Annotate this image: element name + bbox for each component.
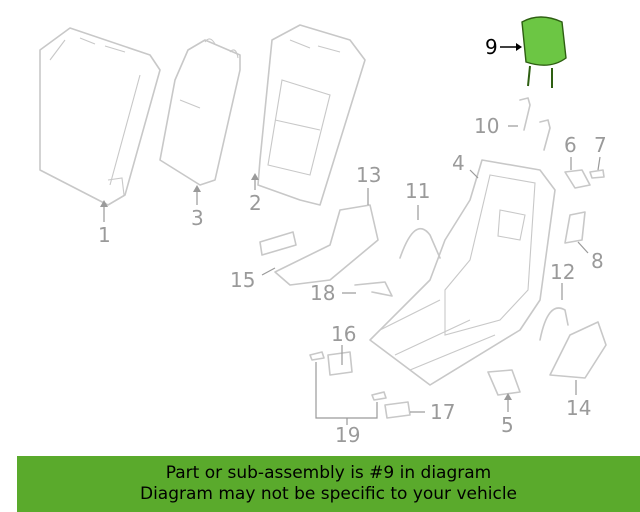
part-16-clip — [327, 351, 353, 376]
leader-lines — [100, 43, 601, 425]
part-7-clip — [589, 169, 605, 179]
part-5-bracket — [487, 369, 521, 396]
part-11-wire — [399, 228, 441, 259]
callout-4: 4 — [452, 151, 465, 175]
part-9-headrest — [521, 16, 567, 88]
part-2-seat-back-frame — [257, 24, 366, 206]
callout-17: 17 — [430, 400, 455, 424]
callout-1: 1 — [98, 223, 111, 247]
callout-14: 14 — [566, 396, 591, 420]
part-18-clip — [354, 281, 393, 297]
part-6-cap — [564, 169, 591, 189]
info-banner: Part or sub-assembly is #9 in diagram Di… — [17, 456, 640, 512]
callout-16: 16 — [331, 322, 356, 346]
callout-9: 9 — [485, 35, 498, 59]
part-19-fasteners — [309, 351, 387, 401]
part-3-seat-back-pad — [159, 38, 241, 186]
callout-19: 19 — [335, 423, 360, 447]
part-8-cover — [564, 211, 586, 244]
callout-12: 12 — [550, 260, 575, 284]
callout-11: 11 — [405, 179, 430, 203]
callout-8: 8 — [591, 249, 604, 273]
banner-line-2: Diagram may not be specific to your vehi… — [139, 484, 517, 504]
part-14-side-cover — [549, 321, 607, 379]
callout-2: 2 — [249, 191, 262, 215]
callout-6: 6 — [564, 133, 577, 157]
callout-15: 15 — [230, 268, 255, 292]
callout-18: 18 — [310, 281, 335, 305]
exploded-seat-diagram: 1 2 3 4 5 6 7 8 9 10 11 12 13 14 15 16 1… — [39, 16, 607, 447]
part-12-wire — [539, 307, 569, 341]
callout-5: 5 — [501, 413, 514, 437]
part-1-seat-back-cover — [39, 27, 161, 206]
callout-7: 7 — [594, 133, 607, 157]
part-10-bolts — [519, 97, 551, 151]
part-17-clip — [384, 401, 411, 419]
callout-3: 3 — [191, 206, 204, 230]
callout-10: 10 — [474, 114, 499, 138]
part-13-side-trim — [274, 204, 379, 286]
part-15-bracket — [259, 231, 297, 256]
part-4-seat-frame — [369, 159, 556, 386]
callout-13: 13 — [356, 163, 381, 187]
banner-line-1: Part or sub-assembly is #9 in diagram — [165, 463, 492, 483]
